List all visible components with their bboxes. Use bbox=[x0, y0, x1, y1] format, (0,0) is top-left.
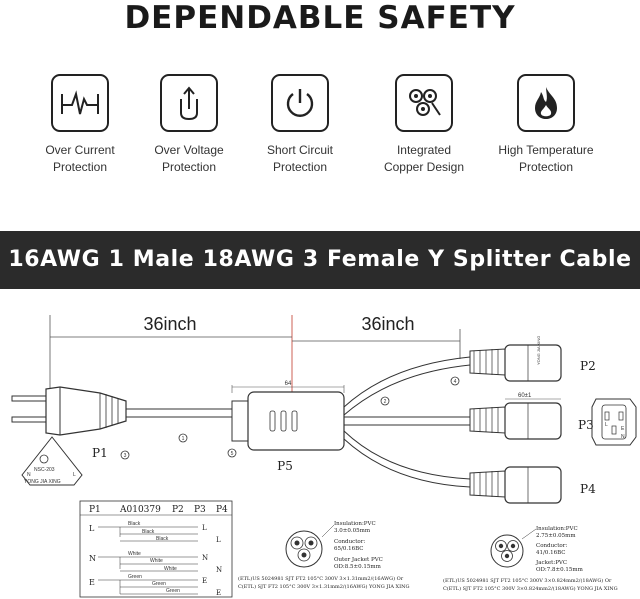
dim-connector: 60±1 bbox=[518, 393, 532, 399]
flame-icon bbox=[517, 74, 575, 132]
feature-label-line1: Over Current bbox=[45, 143, 115, 157]
spec-jacket-value-18: OD:7.8±0.15mm bbox=[536, 567, 584, 573]
inlet-face: L E N bbox=[591, 398, 637, 446]
row-right-e-1: E bbox=[202, 577, 207, 585]
feature-label-line2: Protection bbox=[518, 160, 574, 174]
feature-label-line1: Over Voltage bbox=[154, 143, 224, 157]
feature-over-current: Over Current Protection bbox=[16, 74, 144, 176]
cable-drawing: 36inch 36inch 3 P1 NSC-203 YONG JIA XING… bbox=[11, 314, 637, 598]
wire-black-1: Black bbox=[128, 521, 141, 527]
spec-jacket-value-16: OD:8.5±0.15mm bbox=[334, 564, 382, 570]
spec-conductor-value-18: 41/0.16BC bbox=[536, 550, 565, 556]
spec-conductor-18: Conductor: bbox=[536, 543, 567, 549]
spec-insulation-18: Insulation:PVC bbox=[536, 526, 578, 532]
plug-mark-model: NSC-203 bbox=[34, 467, 55, 473]
wire-black-3: Black bbox=[156, 536, 169, 542]
page-headline: DEPENDABLE SAFETY bbox=[124, 0, 516, 36]
female-connector-p4 bbox=[469, 466, 562, 504]
spec-insulation-value-18: 2.75±0.05mm bbox=[536, 533, 576, 539]
table-header-p1: P1 bbox=[89, 505, 101, 515]
cable-spec-16awg: Insulation:PVC 3.0±0.05mm Conductor: 65/… bbox=[238, 521, 409, 590]
feature-over-voltage: Over Voltage Protection bbox=[125, 74, 253, 176]
female-connector-p2: YONG JIA XING bbox=[469, 336, 562, 382]
feature-label-line1: Integrated bbox=[396, 143, 452, 157]
power-icon bbox=[271, 74, 329, 132]
wire-green-3: Green bbox=[166, 588, 180, 594]
spec-print-18-line2: C(ETL) SJT FT2 105°C 300V 3×0.824mm2/(18… bbox=[443, 585, 618, 592]
plug-mark-l: L bbox=[73, 472, 76, 478]
copper-wires-icon bbox=[395, 74, 453, 132]
feature-label-line2: Protection bbox=[52, 160, 108, 174]
spec-insulation-16: Insulation:PVC bbox=[334, 521, 376, 527]
spec-print-16-line1: (ETL)US 5024981 SJT FT2 105°C 300V 3×1.3… bbox=[238, 575, 404, 582]
inlet-pin-n: N bbox=[621, 434, 625, 440]
feature-label-line2: Protection bbox=[272, 160, 328, 174]
table-header-part: A010379 bbox=[119, 505, 161, 515]
female-connector-p3 bbox=[469, 402, 562, 440]
length-label-right: 36inch bbox=[361, 314, 414, 334]
feature-integrated-copper: Integrated Copper Design bbox=[360, 74, 488, 176]
spec-conductor-value-16: 65/0.16BC bbox=[334, 546, 363, 552]
spec-jacket-18: Jacket:PVC bbox=[535, 560, 567, 566]
wire-white-2: White bbox=[150, 558, 163, 564]
feature-label-line1: Short Circuit bbox=[266, 143, 334, 157]
label-p2: P2 bbox=[580, 359, 596, 373]
spec-print-18-line1: (ETL)US 5024981 SJT FT2 105°C 300V 3×0.8… bbox=[443, 577, 612, 584]
callout-1: 1 bbox=[182, 436, 185, 442]
wire-green-2: Green bbox=[152, 581, 166, 587]
row-left-n: N bbox=[89, 554, 96, 563]
inlet-pin-l: L bbox=[605, 422, 608, 428]
cable-diagram: 36inch 36inch 3 P1 NSC-203 YONG JIA XING… bbox=[0, 289, 640, 599]
splitter-p5 bbox=[231, 391, 345, 451]
male-plug-p1 bbox=[11, 386, 127, 436]
plug-face-outline: NSC-203 YONG JIA XING N L bbox=[21, 436, 83, 486]
feature-label-line2: Copper Design bbox=[383, 160, 465, 174]
label-p4: P4 bbox=[580, 482, 596, 496]
label-p3: P3 bbox=[578, 418, 594, 432]
inlet-pin-e: E bbox=[621, 426, 625, 432]
row-left-e: E bbox=[89, 578, 95, 587]
wire-green-1: Green bbox=[128, 574, 142, 580]
callout-5: 5 bbox=[231, 451, 234, 457]
row-right-n-1: N bbox=[202, 554, 208, 562]
row-right-e-2: E bbox=[216, 589, 221, 597]
feature-label-line1: High Temperature bbox=[498, 143, 594, 157]
spec-conductor-16: Conductor: bbox=[334, 539, 365, 545]
wire-white-3: White bbox=[164, 566, 177, 572]
connector-brand-p2: YONG JIA XING bbox=[536, 336, 541, 365]
dim-splitter: 64 bbox=[285, 381, 292, 387]
callout-2: 2 bbox=[384, 399, 387, 405]
wiring-table: P1 A010379 P2 P3 P4 L Black Black Black … bbox=[79, 500, 233, 598]
wire-black-2: Black bbox=[142, 529, 155, 535]
row-right-l-1: L bbox=[202, 524, 207, 532]
spec-jacket-16: Outer Jacket PVC bbox=[334, 557, 383, 563]
callout-4: 4 bbox=[454, 379, 457, 385]
title-banner: 16AWG 1 Male 18AWG 3 Female Y Splitter C… bbox=[0, 231, 640, 289]
callout-3: 3 bbox=[124, 453, 127, 459]
table-header-p3: P3 bbox=[194, 505, 206, 515]
plug-arrow-icon bbox=[160, 74, 218, 132]
feature-short-circuit: Short Circuit Protection bbox=[236, 74, 364, 176]
plug-mark-n: N bbox=[27, 472, 31, 478]
spec-insulation-value-16: 3.0±0.05mm bbox=[334, 528, 371, 534]
cable-spec-18awg: Insulation:PVC 2.75±0.05mm Conductor: 41… bbox=[443, 526, 618, 592]
feature-high-temperature: High Temperature Protection bbox=[482, 74, 610, 176]
row-right-n-2: N bbox=[216, 566, 222, 574]
length-label-left: 36inch bbox=[143, 314, 196, 334]
row-left-l: L bbox=[89, 524, 95, 533]
plug-mark-brand: YONG JIA XING bbox=[24, 479, 61, 485]
row-right-l-2: L bbox=[216, 536, 221, 544]
feature-label-line2: Protection bbox=[161, 160, 217, 174]
label-p1: P1 bbox=[92, 446, 108, 460]
table-header-p4: P4 bbox=[216, 505, 228, 515]
spec-print-16-line2: C(ETL) SJT FT2 105°C 300V 3×1.31mm2/(16A… bbox=[238, 583, 409, 590]
pulse-icon bbox=[51, 74, 109, 132]
label-p5: P5 bbox=[277, 459, 293, 473]
wire-white-1: White bbox=[128, 551, 141, 557]
banner-title: 16AWG 1 Male 18AWG 3 Female Y Splitter C… bbox=[8, 247, 632, 272]
table-header-p2: P2 bbox=[172, 505, 184, 515]
feature-list: Over Current Protection Over Voltage Pro… bbox=[0, 74, 640, 174]
